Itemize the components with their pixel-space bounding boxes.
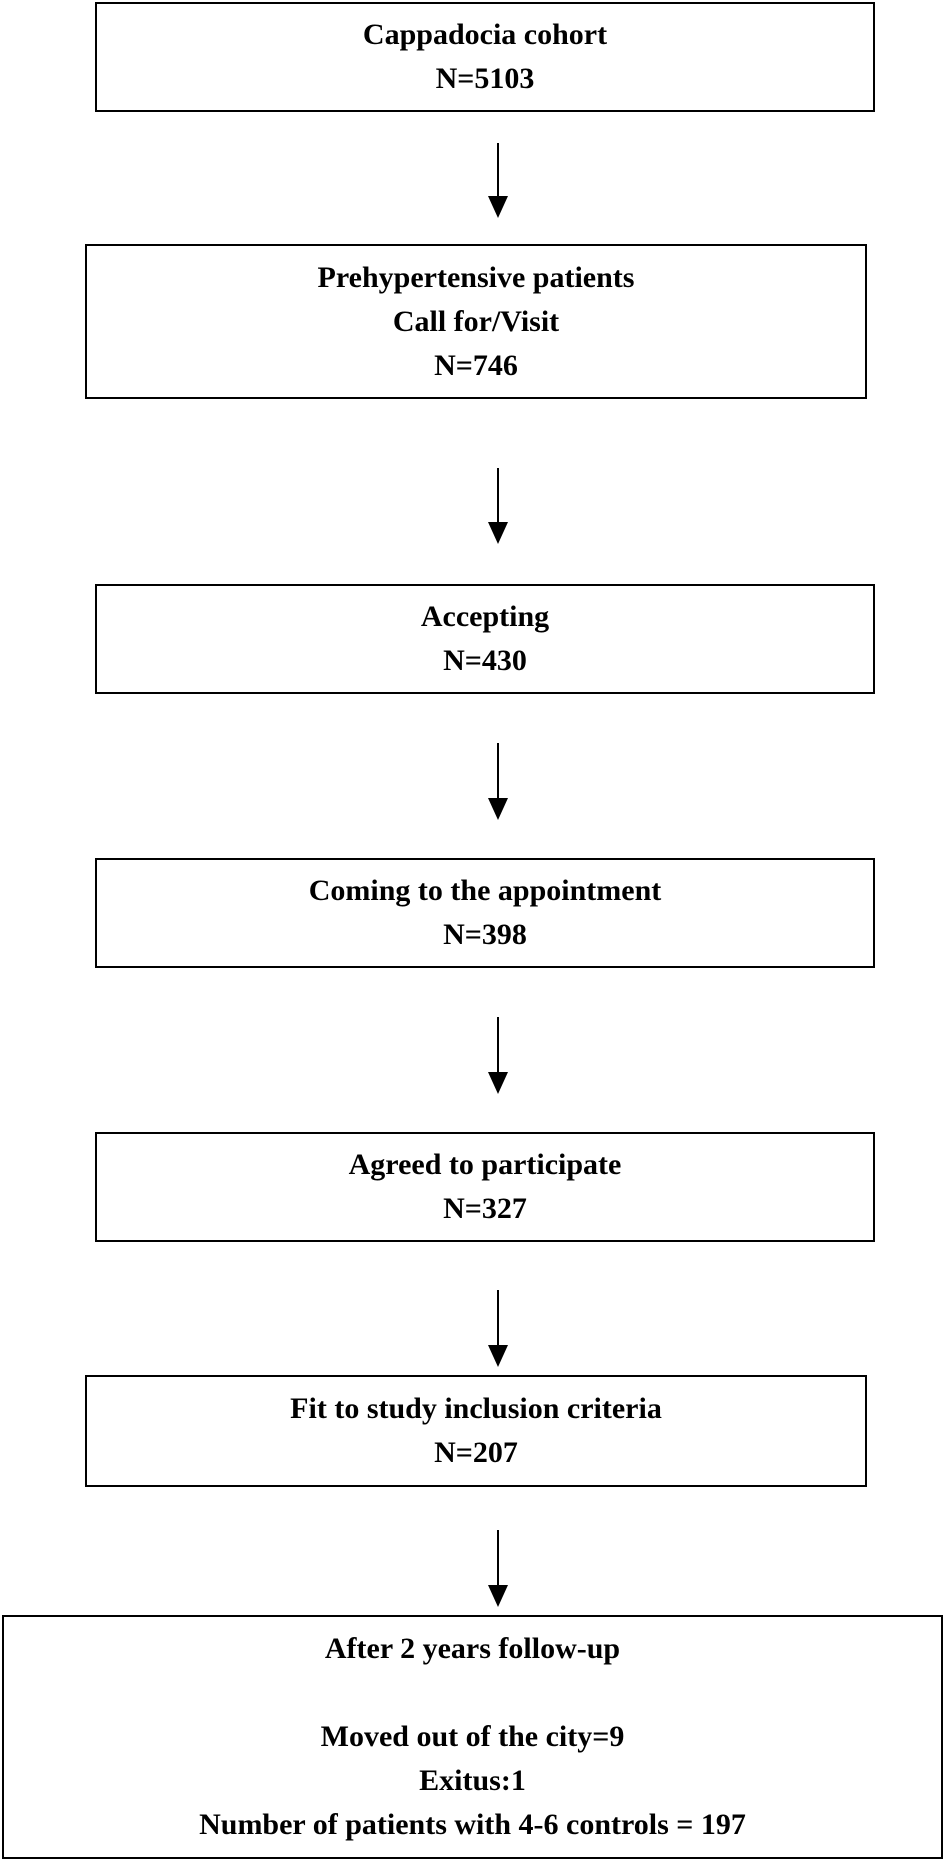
flow-box-title: Agreed to participate [348,1148,622,1181]
flow-box-accepting: Accepting N=430 [95,584,875,694]
down-arrow [488,1017,508,1094]
flow-box-title: Accepting [420,600,550,633]
flow-box-title: After 2 years follow-up [324,1632,621,1665]
flow-box-count: N=327 [443,1192,527,1225]
flow-box-agreed: Agreed to participate N=327 [95,1132,875,1242]
flow-box-subtitle: Call for/Visit [392,304,560,338]
flow-box-prehypertensive: Prehypertensive patients Call for/Visit … [85,244,867,399]
flow-box-cohort: Cappadocia cohort N=5103 [95,2,875,112]
flow-box-appointment: Coming to the appointment N=398 [95,858,875,968]
flow-box-title: Fit to study inclusion criteria [290,1392,662,1425]
flow-box-inclusion: Fit to study inclusion criteria N=207 [85,1375,867,1487]
flow-box-count: N=207 [434,1436,518,1469]
flow-box-count: N=398 [443,918,527,951]
down-arrow [488,143,508,218]
flow-box-follow-up: After 2 years follow-up Moved out of the… [2,1615,943,1859]
flow-box-exitus: Exitus:1 [419,1764,526,1797]
flow-box-count: N=430 [443,644,527,677]
down-arrow [488,1530,508,1607]
flow-box-title: Coming to the appointment [308,874,662,907]
down-arrow [488,743,508,820]
flow-box-final-count: Number of patients with 4-6 controls = 1… [199,1808,746,1841]
down-arrow [488,1290,508,1367]
down-arrow [488,468,508,544]
flow-box-title: Cappadocia cohort [362,18,608,51]
flow-box-title: Prehypertensive patients [317,260,635,294]
flow-box-count: N=5103 [435,62,535,95]
flow-box-moved-out: Moved out of the city=9 [320,1720,625,1753]
flow-box-count: N=746 [434,348,518,382]
